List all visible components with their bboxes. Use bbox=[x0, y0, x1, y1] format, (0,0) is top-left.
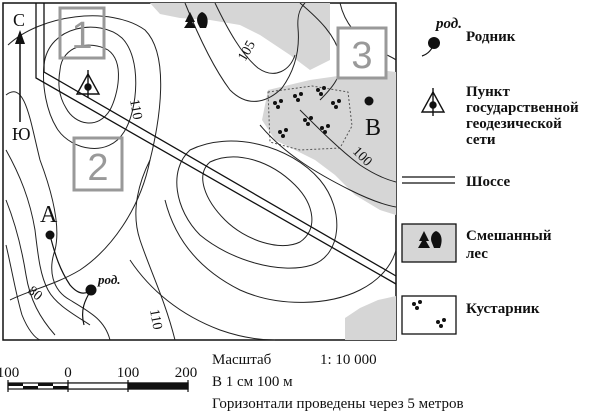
area-box-3: 3 bbox=[336, 26, 388, 80]
legend-shrub-swatch bbox=[401, 295, 457, 335]
legend-spring-text: Родник bbox=[466, 29, 516, 45]
point-b-marker bbox=[364, 96, 374, 106]
legend-highway: Шоссе bbox=[402, 174, 510, 190]
forest-area-bottom-right bbox=[345, 296, 396, 340]
scale-tick-0: 0 bbox=[64, 365, 72, 381]
legend-geodetic-line-1: Пункт bbox=[466, 84, 510, 100]
legend-geodetic: Пункт государственной геодезической сети bbox=[420, 84, 579, 148]
spring-map-label: род. bbox=[97, 272, 121, 287]
legend-shrub: Кустарник bbox=[401, 295, 540, 335]
scale-label: Масштаб bbox=[212, 352, 272, 368]
forest-area-top bbox=[150, 3, 330, 70]
area-box-1: 1 bbox=[58, 6, 106, 60]
north-arrow-icon bbox=[15, 30, 25, 44]
legend-shrub-text: Кустарник bbox=[466, 301, 540, 317]
legend-highway-text: Шоссе bbox=[466, 174, 510, 190]
scale-tick-200: 200 bbox=[175, 365, 198, 381]
contour-label-110-a: 110 bbox=[126, 98, 144, 121]
forest-area-right bbox=[262, 70, 396, 215]
legend-spring: род. Родник bbox=[421, 16, 516, 57]
legend-shrub-icon bbox=[412, 300, 446, 328]
legend-geodetic-icon bbox=[420, 88, 446, 116]
scale-bar: 100 0 100 200 bbox=[0, 365, 197, 392]
shrub-symbols bbox=[273, 86, 341, 138]
highway-road bbox=[35, 3, 397, 285]
point-a-label: А bbox=[40, 202, 58, 228]
point-b-label: В bbox=[365, 115, 381, 141]
spring-icon bbox=[49, 234, 97, 326]
geodetic-point-icon bbox=[75, 70, 101, 98]
legend-geodetic-line-4: сети bbox=[466, 132, 496, 148]
legend-geodetic-line-3: геодезической bbox=[466, 116, 562, 132]
area-label-2: 2 bbox=[87, 147, 108, 189]
legend-forest-line-1: Смешанный bbox=[466, 228, 552, 244]
scale-tick-100-left: 100 bbox=[0, 365, 19, 381]
area-label-3: 3 bbox=[351, 35, 372, 77]
compass-south-label: Ю bbox=[12, 124, 31, 144]
forest-tree-icon bbox=[184, 12, 208, 28]
legend-forest-line-2: лес bbox=[466, 246, 488, 262]
area-label-1: 1 bbox=[71, 15, 92, 57]
legend-spring-tag: род. bbox=[434, 16, 462, 32]
compass-arrow: С Ю bbox=[12, 10, 31, 144]
scale-cm-line: В 1 см 100 м bbox=[212, 374, 293, 390]
legend-forest-swatch bbox=[401, 223, 457, 263]
area-box-2: 2 bbox=[72, 136, 124, 192]
contour-label-110-b: 110 bbox=[146, 308, 164, 331]
legend-forest: Смешанный лес bbox=[401, 223, 552, 263]
legend-forest-icon bbox=[418, 231, 442, 248]
legend-geodetic-line-2: государственной bbox=[466, 100, 579, 116]
scale-tick-100: 100 bbox=[117, 365, 140, 381]
scale-value: 1: 10 000 bbox=[320, 352, 377, 368]
compass-north-label: С bbox=[13, 10, 25, 30]
contour-interval-note: Горизонтали проведены через 5 метров bbox=[212, 396, 464, 412]
